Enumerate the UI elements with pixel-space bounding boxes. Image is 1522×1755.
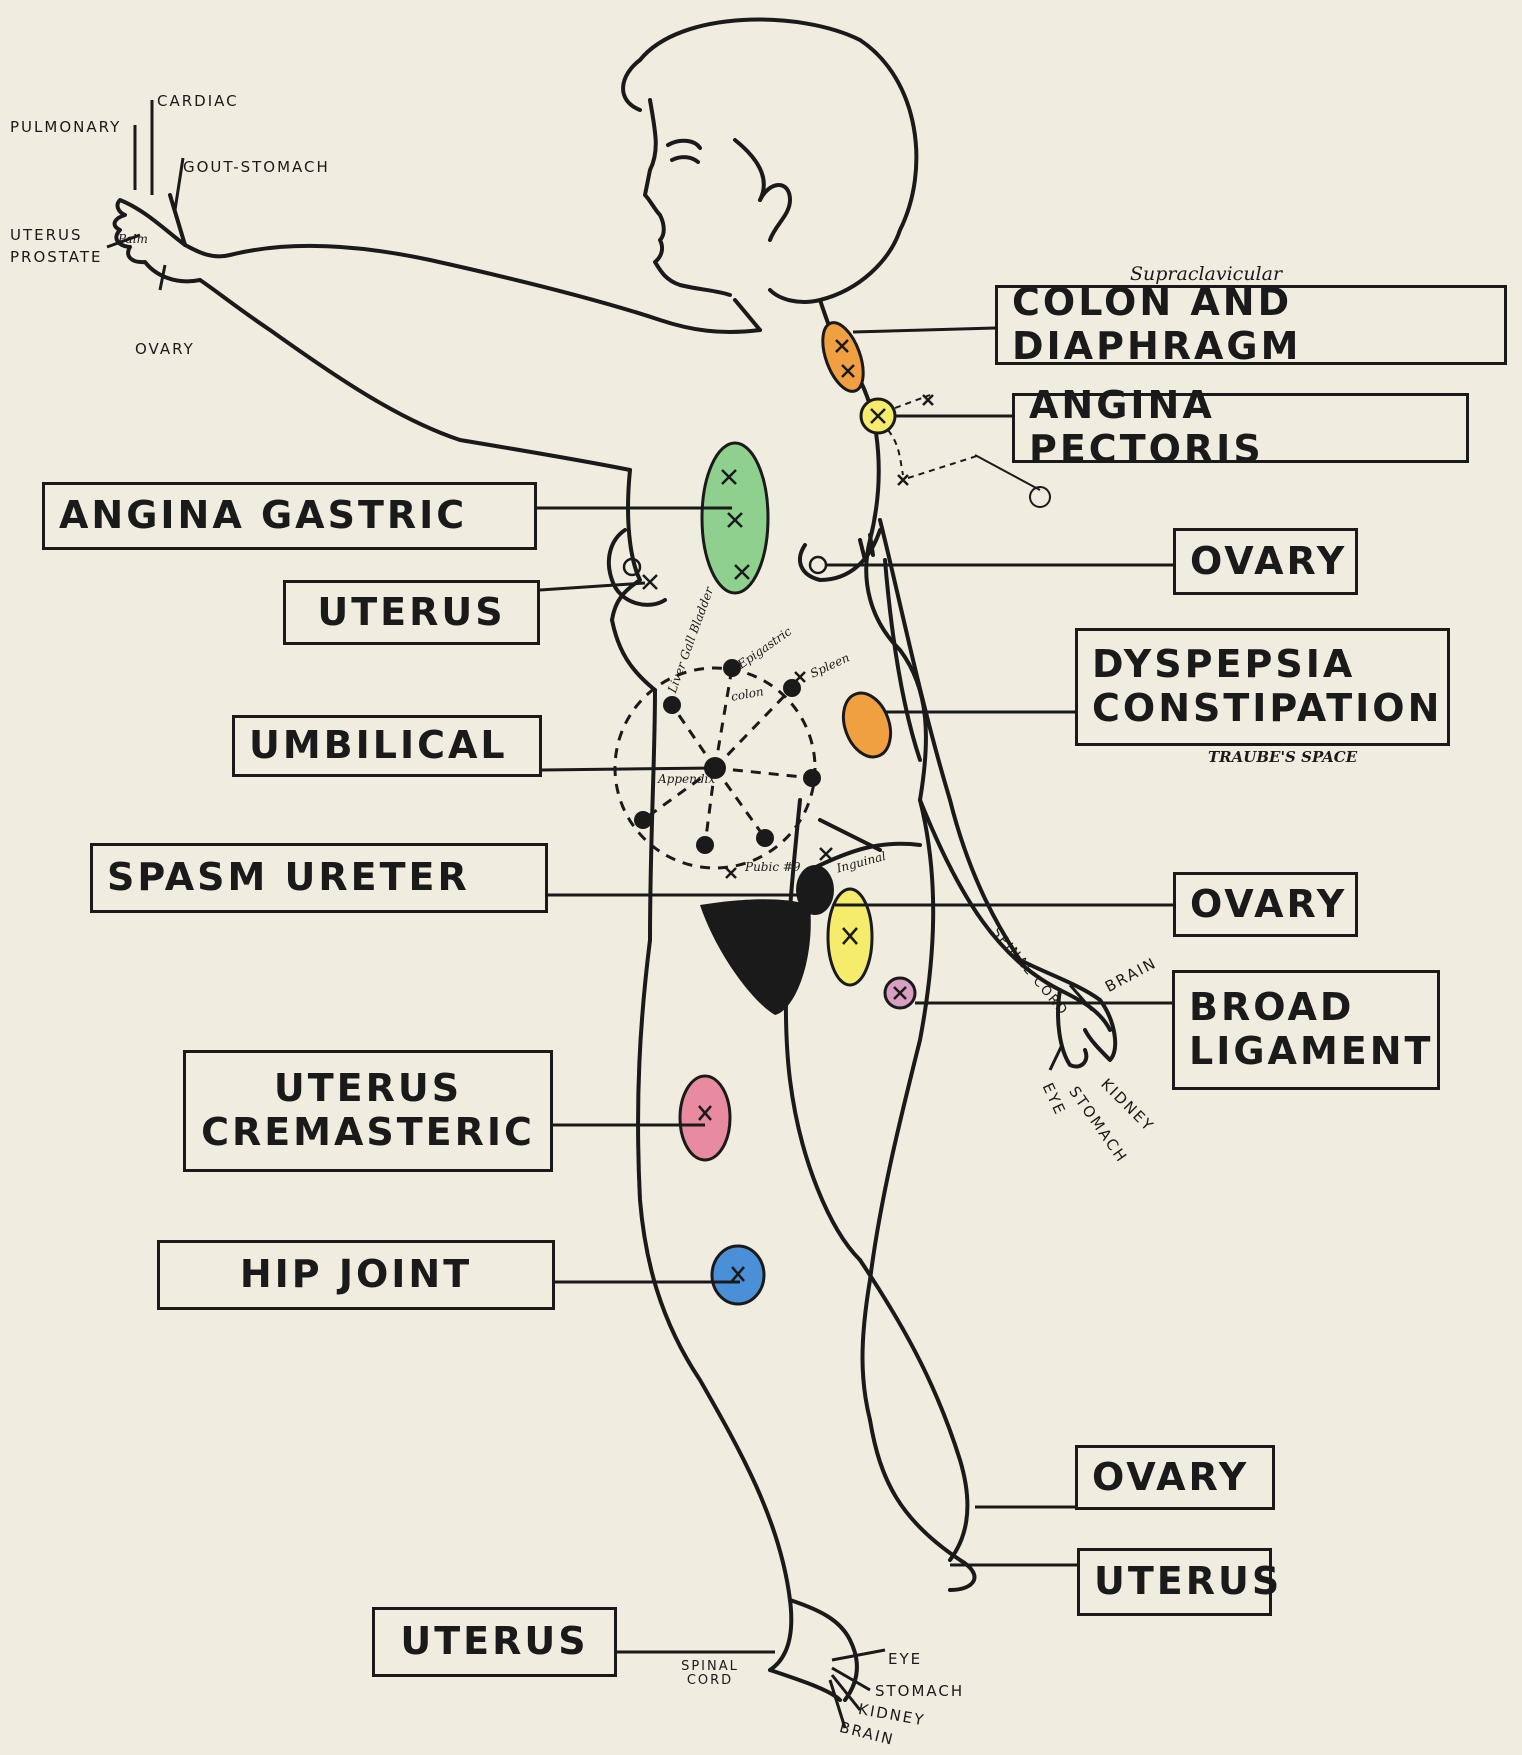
box-ovary-groin: OVARY — [1173, 872, 1358, 937]
label-pubic: Pubic #9 — [745, 860, 801, 874]
box-colon-diaphragm: COLON AND DIAPHRAGM — [995, 285, 1507, 365]
spot-dyspepsia — [835, 686, 899, 763]
label-foot-eye: EYE — [888, 1650, 922, 1668]
label-ovary-chest: OVARY — [1190, 540, 1341, 584]
label-ovary-groin: OVARY — [1190, 883, 1341, 927]
box-hip-joint: HIP JOINT — [157, 1240, 555, 1310]
label-supraclavicular: Supraclavicular — [1130, 263, 1282, 285]
label-uterus-ankle: UTERUS — [1094, 1560, 1255, 1604]
label-hip-joint: HIP JOINT — [240, 1253, 472, 1297]
label-hand-uterus: UTERUS — [10, 226, 83, 244]
label-foot-spinal-cord: SPINAL CORD — [680, 1660, 740, 1689]
spot-uterus-cremasteric — [680, 1076, 730, 1160]
box-uterus-chest: UTERUS — [283, 580, 540, 645]
box-uterus-cremasteric: UTERUS CREMASTERIC — [183, 1050, 553, 1172]
box-uterus-ankle: UTERUS — [1077, 1548, 1272, 1616]
spot-angina-gastric — [702, 443, 768, 593]
box-ovary-ankle: OVARY — [1075, 1445, 1275, 1510]
label-constipation: CONSTIPATION — [1092, 687, 1433, 731]
groin-ovary-spot — [796, 865, 834, 915]
label-palm: Palm — [118, 232, 148, 246]
label-colon-diaphragm: COLON AND DIAPHRAGM — [1012, 281, 1490, 368]
box-umbilical: UMBILICAL — [232, 715, 542, 777]
label-cremasteric: CREMASTERIC — [201, 1111, 535, 1155]
box-dyspepsia-constipation: DYSPEPSIA CONSTIPATION — [1075, 628, 1450, 746]
box-spasm-ureter: SPASM URETER — [90, 843, 548, 913]
label-uterus-crem: UTERUS — [274, 1067, 462, 1111]
label-ligament: LIGAMENT — [1189, 1030, 1423, 1074]
box-angina-gastric: ANGINA GASTRIC — [42, 482, 537, 550]
label-traubes-space: TRAUBE'S SPACE — [1208, 748, 1357, 766]
label-uterus-chest: UTERUS — [317, 591, 505, 635]
label-umbilical: UMBILICAL — [249, 724, 525, 768]
label-angina-pectoris: ANGINA PECTORIS — [1029, 384, 1452, 471]
box-ovary-chest: OVARY — [1173, 528, 1358, 595]
label-broad: BROAD — [1189, 986, 1423, 1030]
spot-colon-diaphragm — [815, 317, 872, 396]
box-angina-pectoris: ANGINA PECTORIS — [1012, 393, 1469, 463]
label-hand-ovary: OVARY — [135, 340, 195, 358]
label-dyspepsia: DYSPEPSIA — [1092, 643, 1433, 687]
nipple-right — [810, 557, 826, 573]
label-cardiac: CARDIAC — [157, 92, 239, 110]
label-uterus-foot: UTERUS — [400, 1620, 588, 1664]
label-foot-stomach: STOMACH — [875, 1682, 964, 1700]
label-ovary-ankle: OVARY — [1092, 1456, 1258, 1500]
dashed-shoulder-lines — [888, 395, 980, 478]
pubic-region — [700, 899, 811, 1015]
label-spasm-ureter: SPASM URETER — [107, 856, 531, 900]
label-gout-stomach: GOUT-STOMACH — [183, 158, 330, 176]
box-uterus-foot: UTERUS — [372, 1607, 617, 1677]
label-pulmonary: PULMONARY — [10, 118, 121, 136]
box-broad-ligament: BROAD LIGAMENT — [1172, 970, 1440, 1090]
label-hand-prostate: PROSTATE — [10, 248, 103, 266]
label-appendix: Appendix — [658, 772, 715, 786]
label-angina-gastric: ANGINA GASTRIC — [59, 494, 520, 538]
